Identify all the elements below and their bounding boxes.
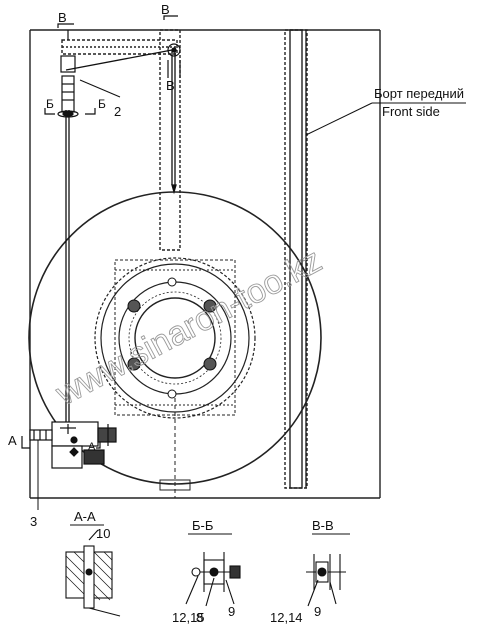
section-b-right-mark: Б bbox=[98, 97, 106, 111]
lift-cable bbox=[65, 49, 177, 430]
section-vv bbox=[306, 533, 350, 607]
section-b-left-mark: Б bbox=[46, 97, 54, 111]
section-bb-title: Б-Б bbox=[192, 518, 213, 533]
section-bb-callout-8: 8 bbox=[196, 610, 203, 625]
front-side-label-en: Front side bbox=[382, 104, 440, 119]
view-c-mark-top: В bbox=[161, 2, 170, 17]
winch-drum bbox=[57, 55, 79, 118]
section-aa bbox=[65, 524, 121, 617]
lower-mechanism bbox=[29, 421, 117, 510]
callout-2: 2 bbox=[114, 104, 121, 119]
section-aa-title: А-А bbox=[74, 509, 96, 524]
section-aa-callout-10: 10 bbox=[96, 526, 110, 541]
front-side-label-ru: Борт передний bbox=[374, 86, 464, 101]
section-marks bbox=[21, 15, 178, 449]
section-bb-callout-9: 9 bbox=[228, 604, 235, 619]
view-b-mark-mid: В bbox=[166, 78, 175, 93]
hub-bracket bbox=[114, 259, 236, 498]
section-bb bbox=[185, 533, 241, 607]
section-vv-callout-9: 9 bbox=[314, 604, 321, 619]
view-b-mark-top: В bbox=[58, 10, 67, 25]
top-pulley bbox=[167, 43, 181, 78]
wheel-nuts bbox=[127, 277, 217, 399]
callout-3: 3 bbox=[30, 514, 37, 529]
section-a-right-mark: А bbox=[88, 441, 96, 453]
section-a-left-mark: А bbox=[8, 433, 17, 448]
section-vv-title: В-В bbox=[312, 518, 334, 533]
callout-2-leader bbox=[79, 79, 121, 98]
watermark-text: www.sinaron-too.kz bbox=[49, 241, 328, 413]
front-side-leader bbox=[305, 102, 466, 136]
section-vv-callout-12-14: 12,14 bbox=[270, 610, 303, 625]
section-bb-callout-12-15: 12,15 bbox=[172, 610, 205, 625]
body-frame bbox=[29, 29, 381, 499]
